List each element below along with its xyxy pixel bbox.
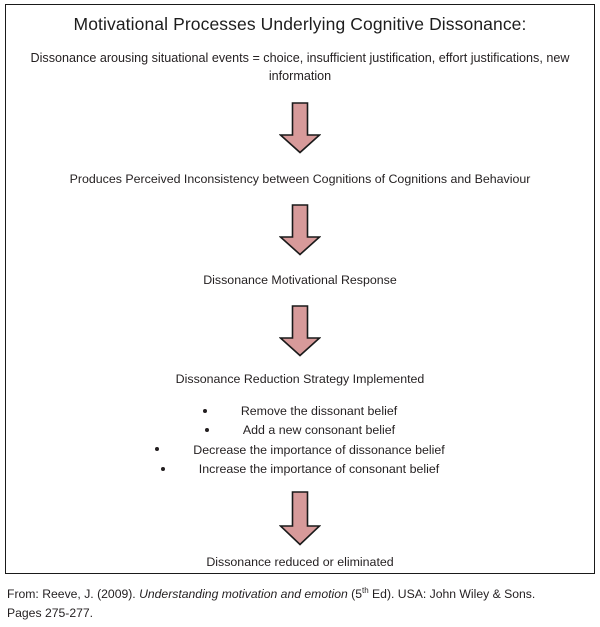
arrow-connector-4 [6,491,594,546]
list-item-label: Remove the dissonant belief [240,403,398,418]
citation-prefix: From: Reeve, J. (2009). [7,587,140,601]
citation-edition-ordinal: th [361,585,369,595]
list-item: Increase the importance of consonant bel… [6,460,594,479]
list-item: Decrease the importance of dissonance be… [6,440,594,459]
step-label-4: Dissonance reduced or eliminated [206,555,394,570]
list-item: Add a new consonant belief [6,421,594,440]
page-title: Motivational Processes Underlying Cognit… [73,14,527,34]
bullet-dot-icon [160,466,165,471]
step-label-2: Dissonance Motivational Response [203,273,397,288]
step-label-1: Produces Perceived Inconsistency between… [69,171,531,186]
down-arrow-icon [279,101,321,154]
down-arrow-icon [279,305,321,358]
citation-edition-prefix: (5 [347,587,362,601]
list-item-label: Increase the importance of consonant bel… [198,462,440,477]
diagram-container: Motivational Processes Underlying Cognit… [5,4,595,574]
source-citation: From: Reeve, J. (2009). Understanding mo… [7,585,593,623]
citation-edition-suffix: Ed). USA: John Wiley & Sons. [368,587,536,601]
strategy-bullet-list: Remove the dissonant belief Add a new co… [6,401,594,479]
bullet-dot-icon [155,447,160,452]
bullet-dot-icon [202,408,207,413]
down-arrow-icon [279,204,321,257]
down-arrow-icon [279,491,321,546]
intro-text: Dissonance arousing situational events =… [30,51,570,84]
list-item-label: Decrease the importance of dissonance be… [193,442,445,457]
bullet-dot-icon [204,428,209,433]
citation-work-title: Understanding motivation and emotion [139,587,348,601]
arrow-connector-1 [6,101,594,154]
list-item: Remove the dissonant belief [6,401,594,420]
list-item-label: Add a new consonant belief [242,423,396,438]
arrow-connector-2 [6,204,594,257]
step-label-3: Dissonance Reduction Strategy Implemente… [175,372,425,387]
arrow-connector-3 [6,305,594,358]
citation-pages: Pages 275-277. [7,605,94,620]
